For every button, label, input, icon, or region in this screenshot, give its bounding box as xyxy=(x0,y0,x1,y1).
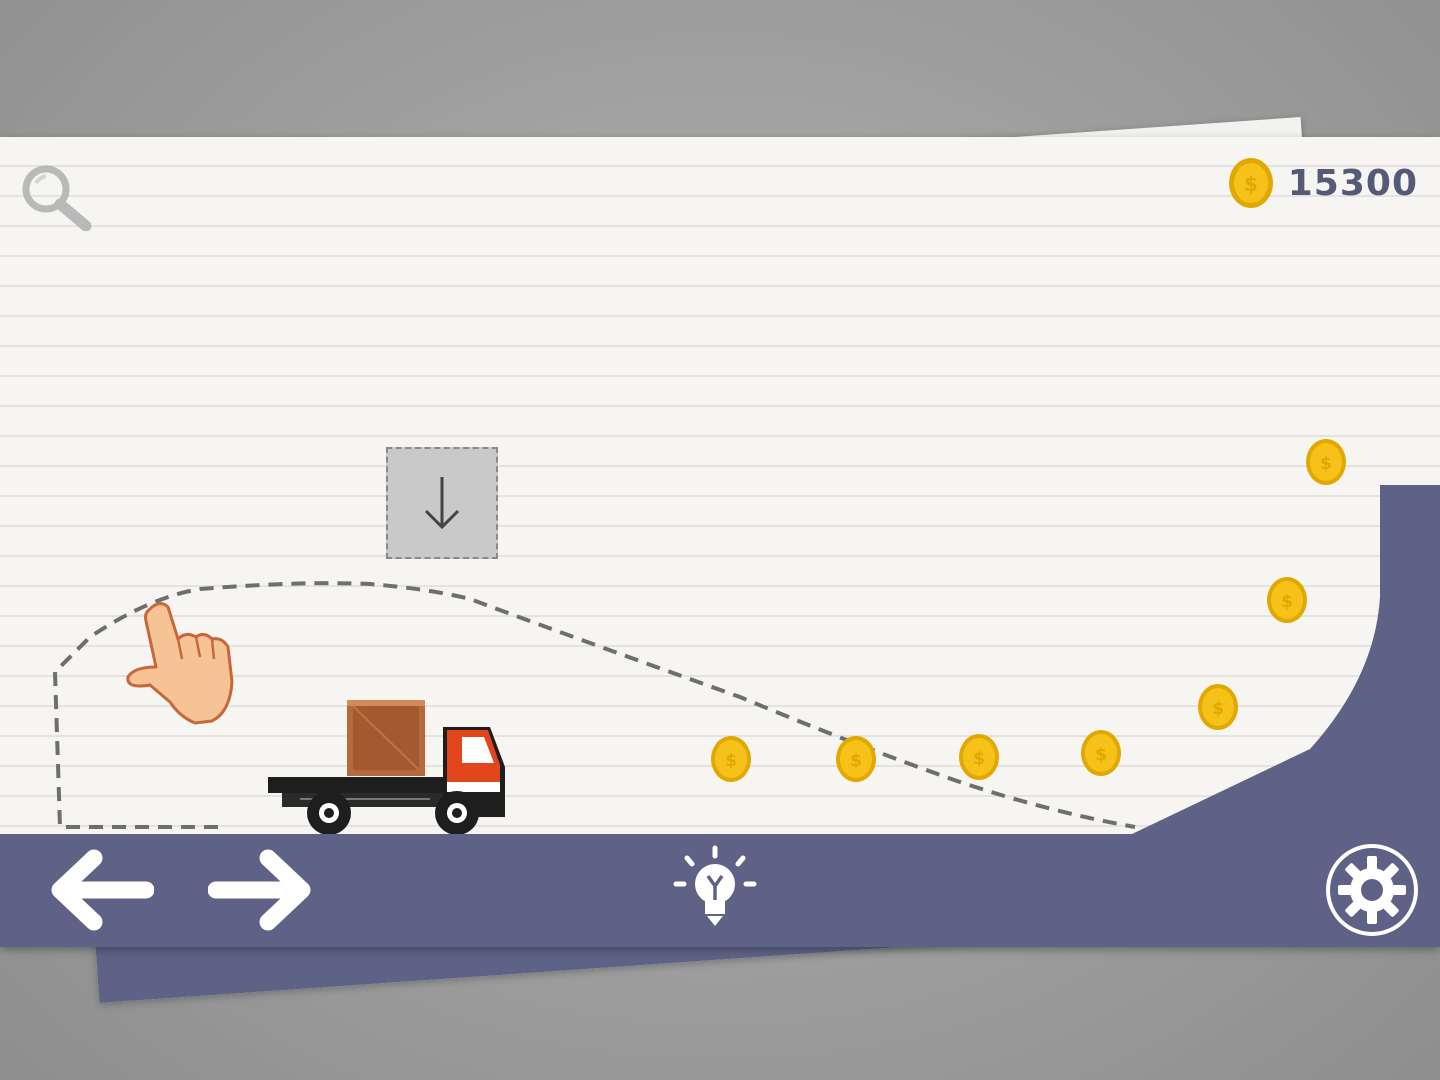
coin: $ xyxy=(711,736,751,782)
coin: $ xyxy=(836,736,876,782)
coin-count: 15300 xyxy=(1287,162,1418,204)
move-left-button[interactable] xyxy=(46,848,155,932)
coin: $ xyxy=(1081,730,1121,776)
magnifier-icon xyxy=(22,165,92,232)
svg-text:$: $ xyxy=(973,749,985,769)
pointing-hand-icon xyxy=(126,602,234,725)
svg-text:$: $ xyxy=(1244,172,1258,196)
wheel xyxy=(307,791,351,835)
svg-text:$: $ xyxy=(1320,454,1332,474)
svg-text:$: $ xyxy=(1281,592,1293,612)
move-right-button[interactable] xyxy=(207,848,316,932)
control-bar xyxy=(0,834,1440,947)
coin: $ xyxy=(1306,439,1346,485)
svg-text:$: $ xyxy=(1095,745,1107,765)
truck xyxy=(268,700,505,835)
drop-box[interactable] xyxy=(386,447,498,559)
drawn-path xyxy=(52,581,1136,829)
svg-text:$: $ xyxy=(850,751,862,771)
coin-counter: $ 15300 xyxy=(1228,157,1418,209)
hint-button[interactable] xyxy=(670,844,760,934)
ramp-terrain xyxy=(1130,485,1440,835)
arrow-left-icon xyxy=(51,849,155,931)
svg-text:$: $ xyxy=(725,751,737,771)
coin: $ xyxy=(1198,684,1238,730)
svg-text:$: $ xyxy=(1212,699,1224,719)
gear-icon xyxy=(1326,844,1418,936)
arrow-down-icon xyxy=(424,477,460,530)
crate xyxy=(347,700,425,776)
wheel xyxy=(435,791,479,835)
settings-button[interactable] xyxy=(1324,842,1420,938)
coin: $ xyxy=(1267,577,1307,623)
coin-icon: $ xyxy=(1228,158,1273,208)
zoom-button[interactable] xyxy=(14,159,94,232)
arrow-right-icon xyxy=(207,849,311,931)
coin: $ xyxy=(959,734,999,780)
game-scene: $ $ $ $ $ $ $ xyxy=(52,439,1440,835)
game-sheet: $ $ $ $ $ $ $ xyxy=(0,137,1440,947)
lightbulb-icon xyxy=(673,845,757,926)
